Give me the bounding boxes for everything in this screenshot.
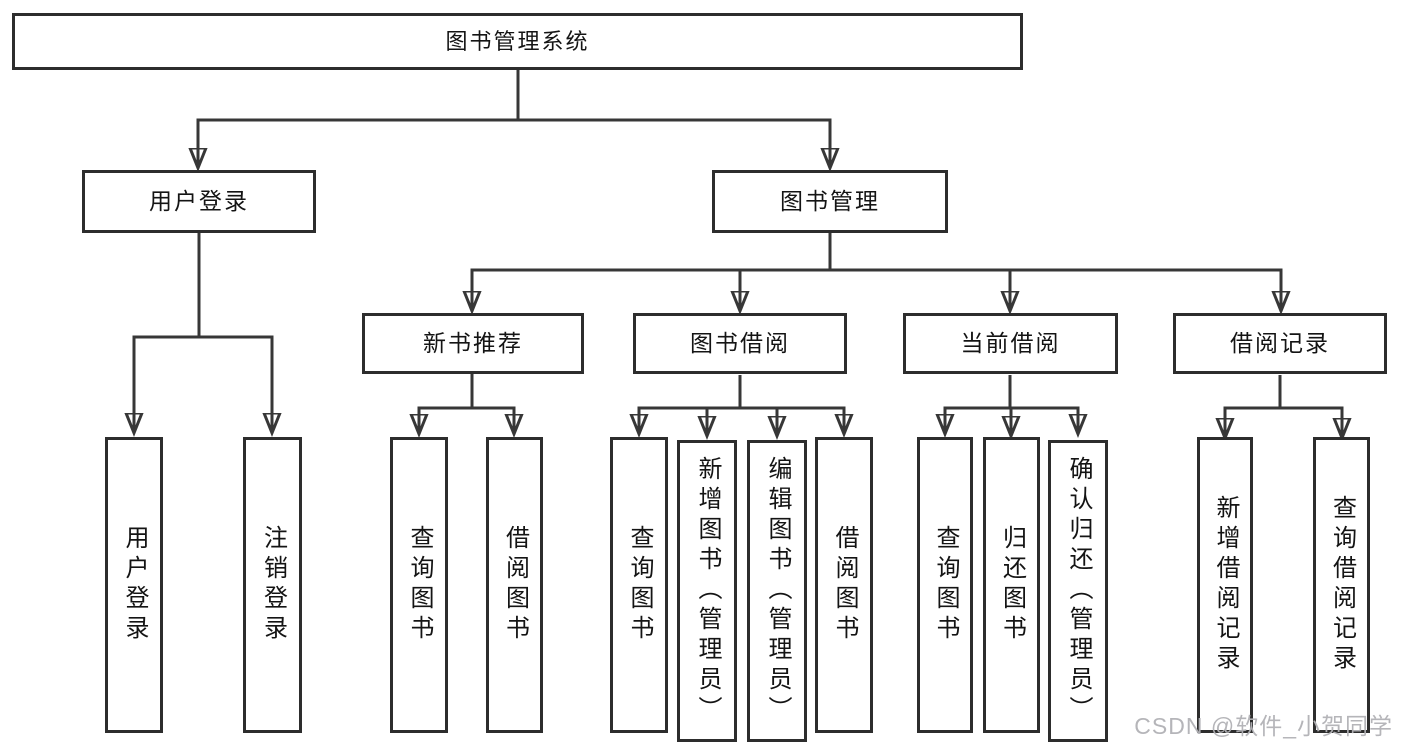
leaf-nbr-query-books-label: 查询图书 — [406, 525, 433, 645]
leaf-bb-query-books: 查询图书 — [610, 437, 668, 733]
connector-borrowing-records-to-leaves — [1225, 375, 1342, 438]
node-book-management-label: 图书管理 — [780, 188, 880, 214]
connector-book-management-to-level3 — [472, 233, 1281, 311]
leaf-bb-borrow-books-label: 借阅图书 — [831, 525, 858, 645]
node-root: 图书管理系统 — [12, 13, 1023, 70]
leaf-bb-add-books-admin: 新增图书（管理员） — [677, 440, 737, 742]
node-current-borrowing-label: 当前借阅 — [960, 330, 1061, 356]
connector-new-book-recommendation-to-leaves — [419, 373, 514, 434]
connector-book-borrowing-to-leaves — [639, 375, 844, 436]
node-user-login: 用户登录 — [82, 170, 316, 233]
leaf-cb-query-books-label: 查询图书 — [932, 525, 959, 645]
watermark: CSDN @软件_小贺同学 — [1134, 713, 1393, 739]
leaf-br-query-record: 查询借阅记录 — [1313, 437, 1370, 733]
leaf-bb-add-books-admin-label: 新增图书（管理员） — [694, 456, 721, 726]
leaf-user-login: 用户登录 — [105, 437, 163, 733]
leaf-bb-query-books-label: 查询图书 — [626, 525, 653, 645]
leaf-cb-query-books: 查询图书 — [917, 437, 973, 733]
node-root-label: 图书管理系统 — [445, 28, 590, 54]
leaf-nbr-query-books: 查询图书 — [390, 437, 448, 733]
connector-user-login-to-leaves — [134, 233, 272, 433]
leaf-cb-return-books: 归还图书 — [983, 437, 1040, 733]
leaf-nbr-borrow-books: 借阅图书 — [486, 437, 543, 733]
node-borrowing-records: 借阅记录 — [1173, 313, 1387, 374]
leaf-user-login-label: 用户登录 — [121, 525, 148, 645]
leaf-bb-edit-books-admin: 编辑图书（管理员） — [747, 440, 807, 742]
node-book-borrowing-label: 图书借阅 — [690, 330, 790, 356]
connector-root-to-level2 — [198, 70, 830, 168]
node-borrowing-records-label: 借阅记录 — [1230, 330, 1330, 356]
leaf-cb-confirm-return-admin-label: 确认归还（管理员） — [1065, 456, 1092, 726]
leaf-bb-borrow-books: 借阅图书 — [815, 437, 873, 733]
leaf-nbr-borrow-books-label: 借阅图书 — [501, 525, 529, 645]
leaf-cb-return-books-label: 归还图书 — [998, 525, 1026, 645]
node-user-login-label: 用户登录 — [149, 188, 249, 214]
leaf-br-query-record-label: 查询借阅记录 — [1328, 495, 1356, 675]
node-new-book-recommendation-label: 新书推荐 — [423, 330, 523, 356]
leaf-br-add-record: 新增借阅记录 — [1197, 437, 1253, 733]
leaf-br-add-record-label: 新增借阅记录 — [1212, 495, 1239, 675]
leaf-bb-edit-books-admin-label: 编辑图书（管理员） — [764, 456, 791, 726]
leaf-logout-label: 注销登录 — [259, 525, 287, 645]
leaf-cb-confirm-return-admin: 确认归还（管理员） — [1048, 440, 1108, 742]
node-book-management: 图书管理 — [712, 170, 948, 233]
leaf-logout: 注销登录 — [243, 437, 302, 733]
node-new-book-recommendation: 新书推荐 — [362, 313, 584, 374]
node-book-borrowing: 图书借阅 — [633, 313, 847, 374]
connector-current-borrowing-to-leaves — [945, 375, 1078, 436]
node-current-borrowing: 当前借阅 — [903, 313, 1118, 374]
